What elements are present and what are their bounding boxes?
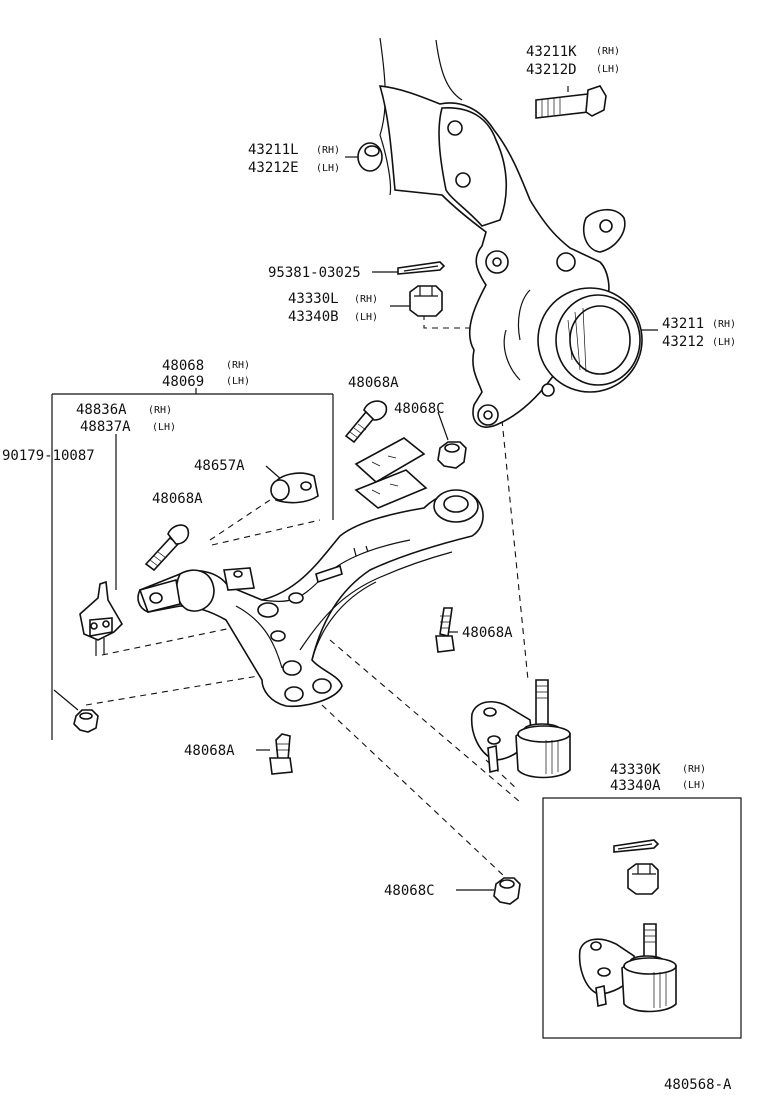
bolt-a-top bbox=[344, 400, 388, 444]
label-balljoint-rh: 43330K bbox=[610, 762, 661, 778]
label-bush-lh-side: (LH) bbox=[316, 163, 340, 174]
diagram-id: 480568-A bbox=[664, 1077, 732, 1093]
label-bush-rh: 43211L bbox=[248, 142, 299, 158]
label-bolt-lh-side: (LH) bbox=[596, 64, 620, 75]
label-cotter-pin: 95381-03025 bbox=[268, 265, 361, 281]
lower-control-arm bbox=[137, 489, 484, 708]
ball-joint bbox=[470, 679, 571, 779]
label-bracket-lh: 48837A bbox=[80, 419, 131, 435]
label-nut-c-top: 48068C bbox=[394, 401, 445, 417]
label-arm-rh-side: (RH) bbox=[226, 360, 250, 371]
label-knuckle-lh-side: (LH) bbox=[712, 337, 736, 348]
label-bolt-rh: 43211K bbox=[526, 44, 577, 60]
cotter-pin bbox=[397, 261, 446, 275]
label-bolt-a-top: 48068A bbox=[348, 375, 399, 391]
label-bolt-a-low: 48068A bbox=[184, 743, 235, 759]
label-nut-c-low: 48068C bbox=[384, 883, 435, 899]
label-arm-lh: 48069 bbox=[162, 374, 204, 390]
label-bushing: 48657A bbox=[194, 458, 245, 474]
nut-left bbox=[73, 709, 99, 733]
label-bracket-lh-side: (LH) bbox=[152, 422, 176, 433]
label-bolt-lh: 43212D bbox=[526, 62, 577, 78]
label-bolt-a-right: 48068A bbox=[462, 625, 513, 641]
arm-bushing bbox=[270, 472, 319, 504]
label-bush-rh-side: (RH) bbox=[316, 145, 340, 156]
label-knuckle-rh-side: (RH) bbox=[712, 319, 736, 330]
knuckle-bolt bbox=[535, 85, 607, 119]
label-balljoint-lh: 43340A bbox=[610, 778, 661, 794]
bolt-a-right bbox=[435, 607, 455, 653]
service-kit-inset bbox=[542, 797, 742, 1039]
label-bolt-a-mid: 48068A bbox=[152, 491, 203, 507]
label-bush-lh: 43212E bbox=[248, 160, 299, 176]
abs-bracket bbox=[79, 580, 124, 656]
knuckle-bushing bbox=[357, 142, 383, 172]
label-nut-left: 90179-10087 bbox=[2, 448, 95, 464]
label-arm-lh-side: (LH) bbox=[226, 376, 250, 387]
nut-c-top bbox=[437, 441, 467, 469]
label-bracket-rh-side: (RH) bbox=[148, 405, 172, 416]
label-nut-lh: 43340B bbox=[288, 309, 339, 325]
stopper-plates bbox=[354, 437, 428, 509]
label-knuckle-rh: 43211 bbox=[662, 316, 704, 332]
nut-c-low bbox=[493, 877, 521, 905]
label-nut-rh-side: (RH) bbox=[354, 294, 378, 305]
bolt-a-mid bbox=[144, 524, 190, 572]
callout-labels: 43211K (RH) 43212D (LH) 43211L (RH) 4321… bbox=[2, 44, 736, 1093]
steering-knuckle bbox=[378, 37, 643, 428]
label-nut-lh-side: (LH) bbox=[354, 312, 378, 323]
label-bolt-rh-side: (RH) bbox=[596, 46, 620, 57]
label-balljoint-rh-side: (RH) bbox=[682, 764, 706, 775]
leader-lines bbox=[51, 86, 658, 891]
label-bracket-rh: 48836A bbox=[76, 402, 127, 418]
label-arm-rh: 48068 bbox=[162, 358, 204, 374]
label-nut-rh: 43330L bbox=[288, 291, 339, 307]
castle-nut-top bbox=[409, 285, 443, 317]
label-balljoint-lh-side: (LH) bbox=[682, 780, 706, 791]
label-knuckle-lh: 43212 bbox=[662, 334, 704, 350]
bolt-a-low bbox=[269, 733, 293, 775]
